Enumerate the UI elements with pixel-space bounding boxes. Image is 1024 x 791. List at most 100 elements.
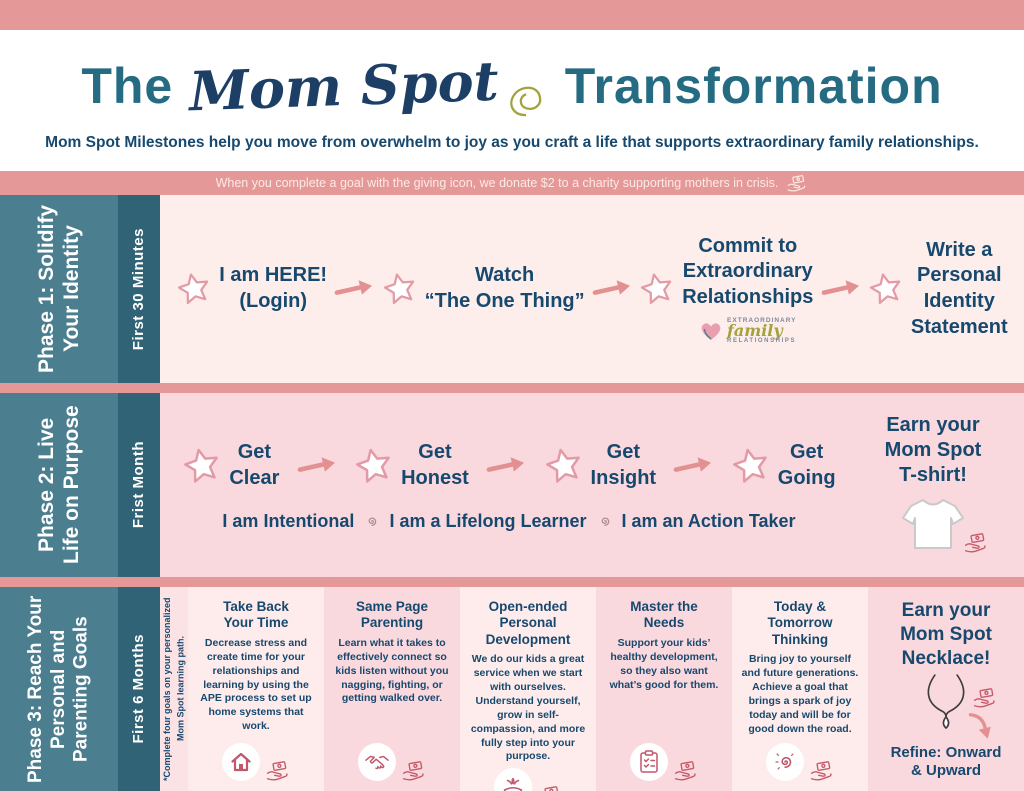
giving-hand-icon bbox=[402, 761, 424, 781]
arrow-right-icon bbox=[821, 280, 859, 295]
goal-description: Support your kids’ healthy development, … bbox=[609, 636, 719, 691]
logo-line-top: EXTRAORDINARY bbox=[727, 316, 797, 324]
giving-hand-icon bbox=[810, 761, 832, 781]
goal-badge bbox=[765, 743, 804, 781]
milestone-step: Commit to Extraordinary Relationships EX… bbox=[639, 234, 813, 344]
swirl-icon bbox=[509, 86, 541, 116]
giving-hand-icon bbox=[973, 688, 995, 708]
subtitle: Mom Spot Milestones help you move from o… bbox=[45, 133, 979, 151]
handshake-icon bbox=[364, 755, 389, 770]
footnote-text: *Complete four goals on your personalize… bbox=[161, 597, 186, 781]
goal-description: Bring joy to yourself and future generat… bbox=[741, 653, 859, 735]
star-icon bbox=[641, 273, 672, 304]
goal-icon-group bbox=[765, 739, 835, 781]
logo-text: EXTRAORDINARY family RELATIONSHIPS bbox=[727, 316, 797, 345]
phase2-reward: Earn your Mom Spot T-shirt! bbox=[852, 393, 1024, 577]
row-divider bbox=[0, 577, 1024, 587]
spiral-icon bbox=[369, 517, 377, 527]
milestone-step: Watch “The One Thing” bbox=[382, 263, 585, 314]
phase3-timeframe-bar: First 6 Months bbox=[118, 587, 160, 791]
milestone-with-logo: Commit to Extraordinary Relationships EX… bbox=[682, 234, 813, 344]
phase2-row: Phase 2: Live Life on Purpose Frist Mont… bbox=[0, 393, 1024, 577]
goal-card-master-the-needs: Master the Needs Support your kids’ heal… bbox=[596, 587, 732, 791]
goal-description: Learn what it takes to effectively conne… bbox=[335, 636, 449, 705]
phase2-timeframe: Frist Month bbox=[130, 441, 147, 529]
goal-description: We do our kids a great service when we s… bbox=[470, 653, 586, 763]
milestone-label: Get Clear bbox=[229, 440, 280, 489]
goal-badge bbox=[221, 743, 260, 781]
phase2-timeframe-bar: Frist Month bbox=[118, 393, 160, 577]
milestone-label: Get Honest bbox=[401, 440, 469, 489]
phase3-reward: Earn your Mom Spot Necklace! bbox=[868, 587, 1024, 791]
goal-icon-group bbox=[493, 764, 563, 791]
goal-badge bbox=[629, 743, 668, 781]
identity-statement: I am Intentional bbox=[222, 511, 355, 532]
phase3-timeframe: First 6 Months bbox=[130, 634, 147, 744]
goal-icon-group bbox=[221, 739, 291, 781]
giving-hand-icon bbox=[674, 761, 696, 781]
arrow-right-icon bbox=[674, 456, 712, 472]
arrow-right-icon bbox=[592, 280, 630, 295]
logo-line-bottom: RELATIONSHIPS bbox=[727, 338, 797, 345]
arrow-right-icon bbox=[486, 456, 525, 472]
title-the: The bbox=[81, 57, 174, 114]
goal-title: Master the Needs bbox=[630, 599, 698, 631]
heart-icon bbox=[701, 323, 721, 340]
goal-card-open-ended-personal-development: Open-ended Personal Development We do ou… bbox=[460, 587, 596, 791]
arrow-right-icon bbox=[335, 280, 373, 295]
milestone-label: Get Going bbox=[777, 440, 836, 489]
goal-icon-group bbox=[357, 739, 427, 781]
milestone-step: Get Clear bbox=[182, 440, 279, 491]
star-icon bbox=[732, 448, 767, 483]
page-title: The Mom Spot Transformation bbox=[81, 48, 943, 123]
top-accent-bar bbox=[0, 0, 1024, 30]
milestone-label: Commit to Extraordinary Relationships bbox=[682, 234, 814, 309]
identity-statements: I am Intentional I am a Lifelong Learner… bbox=[166, 511, 852, 532]
tshirt-icon bbox=[902, 499, 964, 549]
necklace-icon bbox=[927, 674, 965, 730]
phase1-steps: I am HERE! (Login) Watch “The One Thing” bbox=[160, 195, 1024, 383]
milestone-step: Get Insight bbox=[544, 440, 656, 491]
milestone-label: Watch “The One Thing” bbox=[424, 264, 585, 312]
giving-hand-icon bbox=[964, 533, 986, 553]
extraordinary-family-relationships-logo: EXTRAORDINARY family RELATIONSHIPS bbox=[682, 316, 813, 345]
row-divider bbox=[0, 383, 1024, 393]
title-brand: Mom Spot bbox=[188, 48, 500, 123]
phase3-sidebar: Phase 3: Reach Your Personal and Parenti… bbox=[0, 587, 118, 791]
refine-label: Refine: Onward & Upward bbox=[890, 743, 1002, 780]
star-icon bbox=[178, 273, 209, 304]
phase2-main: Get Clear Get Honest bbox=[160, 393, 852, 577]
milestone-step: Write a Personal Identity Statement bbox=[868, 238, 1008, 340]
curved-arrow-icon bbox=[968, 713, 991, 739]
goal-description: Decrease stress and create time for your… bbox=[200, 636, 312, 733]
goal-title: Take Back Your Time bbox=[223, 599, 289, 631]
identity-statement: I am a Lifelong Learner bbox=[389, 511, 587, 532]
star-icon bbox=[545, 448, 580, 483]
identity-statement: I am an Action Taker bbox=[621, 511, 796, 532]
goal-title: Same Page Parenting bbox=[355, 599, 429, 631]
phase1-content: I am HERE! (Login) Watch “The One Thing” bbox=[160, 195, 1024, 383]
sun-spiral-icon bbox=[774, 753, 794, 770]
phase1-label: Phase 1: Solidify Your Identity bbox=[34, 204, 83, 374]
phase2-label: Phase 2: Live Life on Purpose bbox=[34, 405, 83, 565]
header: The Mom Spot Transformation Mom Spot Mil… bbox=[0, 30, 1024, 171]
title-transformation: Transformation bbox=[564, 57, 943, 114]
phase3-row: Phase 3: Reach Your Personal and Parenti… bbox=[0, 587, 1024, 791]
donation-notice-bar: When you complete a goal with the giving… bbox=[0, 171, 1024, 195]
reward-icon-group bbox=[920, 672, 995, 737]
milestone-step: I am HERE! (Login) bbox=[176, 263, 327, 314]
donation-notice-text: When you complete a goal with the giving… bbox=[215, 176, 779, 190]
star-icon bbox=[869, 273, 901, 304]
logo-line-mid: family bbox=[727, 321, 783, 341]
milestone-step: Get Honest bbox=[354, 440, 469, 491]
goal-icon-group bbox=[629, 739, 699, 781]
goal-title: Today & Tomorrow Thinking bbox=[767, 599, 833, 647]
phase1-sidebar: Phase 1: Solidify Your Identity bbox=[0, 195, 118, 383]
giving-hand-icon bbox=[543, 786, 558, 791]
phase2-content: Get Clear Get Honest bbox=[160, 393, 1024, 577]
star-icon bbox=[356, 448, 390, 483]
phase2-sidebar: Phase 2: Live Life on Purpose bbox=[0, 393, 118, 577]
phase1-timeframe-bar: First 30 Minutes bbox=[118, 195, 160, 383]
giving-hand-icon bbox=[787, 174, 806, 192]
